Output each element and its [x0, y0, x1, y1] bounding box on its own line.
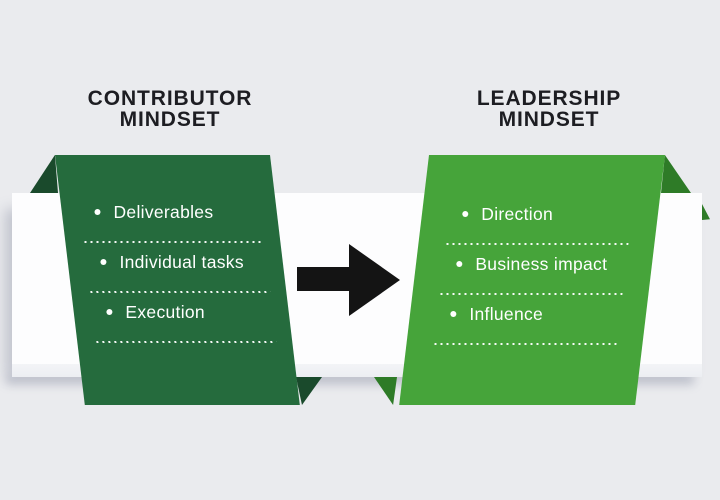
right-arrow-shape	[297, 244, 400, 316]
list-item-label: Deliverables	[113, 201, 214, 222]
right-ribbon-fold-top	[661, 155, 691, 193]
left-heading: CONTRIBUTOR MINDSET	[20, 88, 320, 130]
list-item-label: Individual tasks	[119, 251, 244, 272]
left-ribbon-fold-bottom	[296, 377, 322, 405]
dotted-separator	[90, 291, 271, 293]
bullet-dot	[456, 261, 463, 267]
bullet-dot	[106, 309, 113, 315]
right-heading-line1: LEADERSHIP	[476, 87, 622, 110]
bullet-dot	[100, 259, 107, 265]
list-item-label: Influence	[469, 303, 544, 324]
right-arrow-icon	[297, 244, 400, 316]
bullet-dot	[94, 209, 101, 215]
left-ribbon-fold-top	[30, 155, 58, 193]
right-ribbon-fold-sliver	[702, 204, 710, 220]
dotted-separator	[434, 343, 617, 345]
bullet-dot	[450, 311, 457, 317]
dotted-separator	[96, 341, 277, 343]
list-item: Direction	[462, 203, 659, 225]
right-heading: LEADERSHIP MINDSET	[399, 88, 699, 130]
list-item: Influence	[450, 303, 647, 325]
contributor-ribbon: Deliverables Individual tasks Execution	[55, 155, 300, 405]
right-ribbon-fold-bottom	[374, 377, 397, 405]
dotted-separator	[446, 243, 629, 245]
leadership-ribbon: Direction Business impact Influence	[399, 155, 665, 405]
list-item-label: Direction	[481, 203, 554, 224]
dotted-separator	[84, 241, 265, 243]
list-item-label: Business impact	[475, 253, 608, 274]
list-item: Deliverables	[94, 201, 275, 223]
list-item-label: Execution	[125, 301, 205, 322]
list-item: Individual tasks	[100, 251, 281, 273]
list-item: Execution	[106, 301, 287, 323]
bullet-dot	[462, 211, 469, 217]
left-heading-line2: MINDSET	[119, 108, 221, 131]
right-heading-line2: MINDSET	[498, 108, 600, 131]
left-heading-line1: CONTRIBUTOR	[87, 87, 253, 110]
dotted-separator	[440, 293, 623, 295]
list-item: Business impact	[456, 253, 653, 275]
